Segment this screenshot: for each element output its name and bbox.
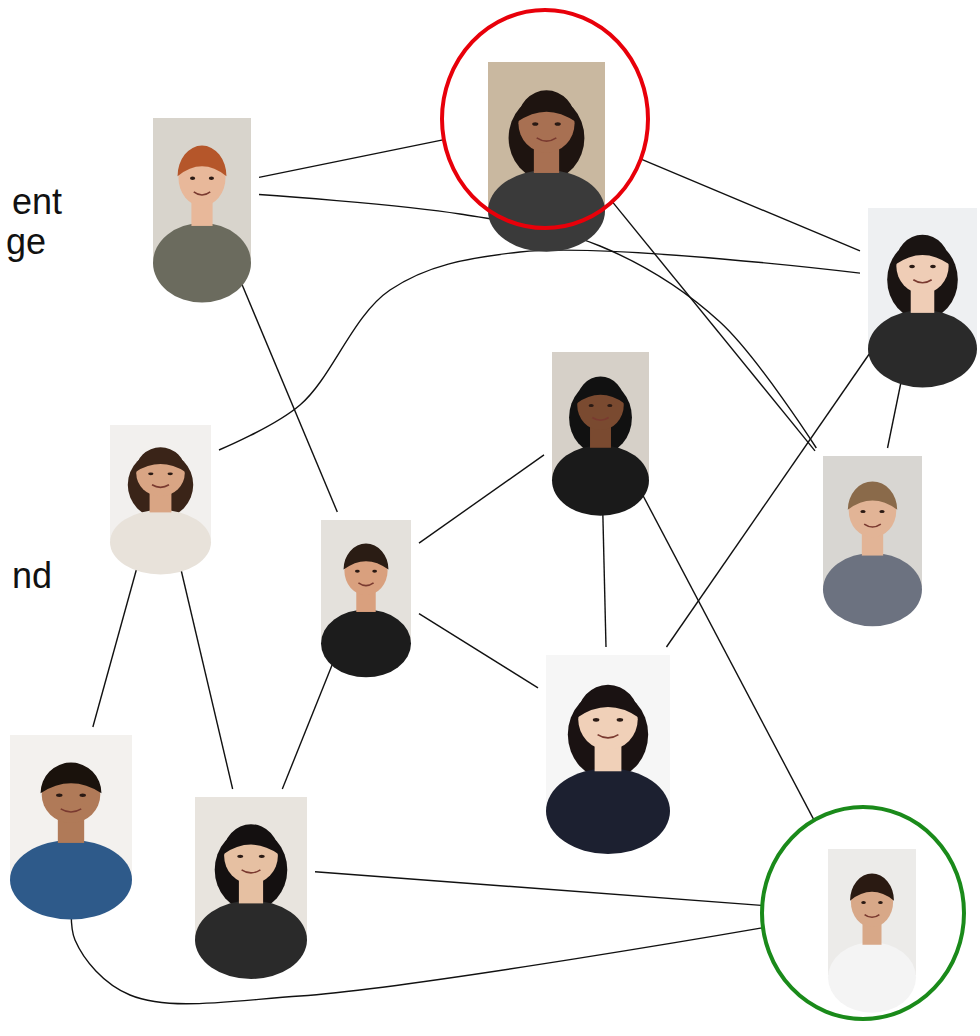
shirt: [321, 610, 411, 678]
hair: [848, 481, 897, 509]
shirt: [110, 510, 211, 574]
photo-graphic: [153, 118, 251, 260]
person-photo: [546, 655, 670, 808]
eye: [930, 265, 936, 268]
slide-text-fragment: nd: [12, 556, 52, 596]
shirt: [868, 310, 977, 387]
eye: [56, 794, 62, 797]
mouth: [194, 192, 210, 195]
person-photo: [868, 208, 977, 346]
person-photo: [10, 735, 132, 877]
photo-graphic: [110, 425, 211, 540]
person-photo: [552, 352, 649, 478]
connector-line: [235, 268, 337, 512]
connector-line: [419, 455, 544, 543]
photo-graphic: [760, 805, 966, 1021]
hair: [178, 146, 227, 177]
connector-line: [93, 548, 143, 727]
shirt: [823, 553, 922, 626]
shirt: [10, 840, 132, 920]
eye: [617, 718, 624, 722]
hair: [41, 763, 102, 794]
slide-text-fragment: ge: [6, 222, 46, 262]
mouth: [592, 418, 608, 421]
photo-graphic: [10, 735, 132, 877]
highlight-circle: [762, 807, 964, 1019]
hair: [223, 824, 279, 854]
hair: [517, 90, 575, 122]
highlighted-person: [760, 805, 966, 1021]
mouth: [537, 138, 557, 141]
connector-line: [282, 649, 338, 789]
photo-graphic: [552, 352, 649, 478]
mouth: [864, 524, 881, 527]
highlight-circle: [442, 10, 648, 228]
eye: [355, 570, 360, 573]
person-photo: [823, 456, 922, 587]
person-photo: [153, 118, 251, 260]
eye: [190, 177, 195, 180]
photo-graphic: [321, 520, 411, 641]
hair: [895, 235, 949, 265]
eye: [148, 472, 153, 475]
shirt: [488, 170, 605, 252]
shirt: [552, 445, 649, 516]
highlighted-person: [440, 8, 650, 230]
mouth: [61, 809, 81, 812]
eye: [372, 570, 377, 573]
eye: [879, 510, 884, 513]
mouth: [242, 870, 261, 873]
eye: [532, 122, 538, 126]
eye: [860, 510, 865, 513]
photo-graphic: [546, 655, 670, 808]
eye: [593, 718, 600, 722]
eye: [168, 472, 173, 475]
shirt: [195, 901, 307, 979]
connector-line: [176, 548, 233, 789]
hair: [135, 447, 185, 472]
eye: [878, 901, 883, 904]
eye: [209, 177, 214, 180]
connector-line: [259, 140, 443, 178]
shirt: [828, 942, 916, 1013]
eye: [589, 404, 594, 407]
photo-graphic: [195, 797, 307, 937]
hair: [344, 543, 389, 569]
connector-line: [315, 872, 761, 906]
eye: [555, 122, 561, 126]
connector-line: [219, 250, 860, 450]
connector-line: [642, 159, 860, 250]
shirt: [153, 223, 251, 303]
photo-graphic: [868, 208, 977, 346]
photo-graphic: [823, 456, 922, 587]
connector-line: [71, 885, 762, 1004]
eye: [607, 404, 612, 407]
slide-text-fragment: ent: [12, 182, 62, 222]
mouth: [358, 583, 373, 586]
eye: [861, 901, 866, 904]
mouth: [865, 915, 880, 918]
hair: [576, 376, 624, 403]
mouth: [598, 735, 619, 738]
person-photo: [195, 797, 307, 937]
eye: [79, 794, 85, 797]
eye: [237, 855, 243, 858]
hair: [850, 873, 894, 900]
connector-line: [419, 614, 538, 688]
hair: [577, 685, 639, 718]
person-photo: [110, 425, 211, 540]
person-photo: [321, 520, 411, 641]
photo-graphic: [440, 8, 650, 230]
eye: [909, 265, 915, 268]
eye: [259, 855, 265, 858]
mouth: [152, 485, 169, 488]
mouth: [913, 280, 931, 283]
shirt: [546, 768, 670, 854]
